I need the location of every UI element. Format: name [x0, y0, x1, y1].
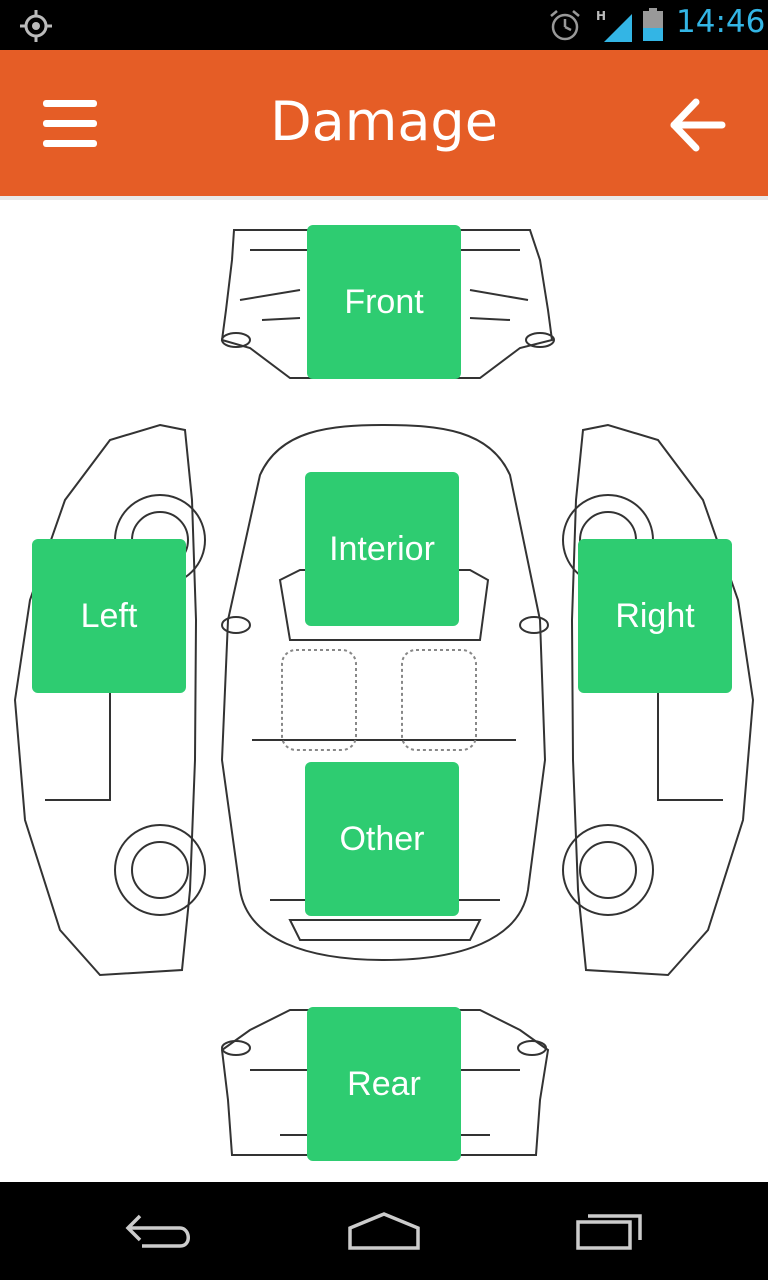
car-right-side-view — [562, 423, 755, 977]
right-damage-button[interactable]: Right — [578, 539, 732, 693]
arrow-left-icon[interactable] — [666, 94, 728, 156]
battery-icon — [643, 8, 663, 41]
other-damage-button[interactable]: Other — [305, 762, 459, 916]
interior-damage-button[interactable]: Interior — [305, 472, 459, 626]
page-title: Damage — [270, 90, 498, 153]
network-type-label: H — [596, 9, 606, 23]
car-diagram: Front Interior Left Right Other Rear — [0, 200, 768, 1182]
navigation-bar — [0, 1182, 768, 1280]
rear-damage-button[interactable]: Rear — [307, 1007, 461, 1161]
recents-nav-icon[interactable] — [564, 1206, 664, 1256]
car-left-side-view — [13, 423, 206, 977]
signal-icon: H — [596, 9, 632, 42]
status-bar: H 14:46 — [0, 0, 768, 50]
car-top-view — [220, 423, 549, 962]
app-bar: Damage — [0, 50, 768, 196]
back-nav-icon[interactable] — [112, 1206, 212, 1256]
location-icon — [20, 10, 52, 42]
status-time: 14:46 — [676, 4, 766, 40]
hamburger-menu-icon[interactable] — [40, 94, 100, 154]
alarm-icon — [550, 10, 580, 41]
home-nav-icon[interactable] — [334, 1206, 434, 1256]
front-damage-button[interactable]: Front — [307, 225, 461, 379]
app-bar-divider — [0, 196, 768, 200]
left-damage-button[interactable]: Left — [32, 539, 186, 693]
